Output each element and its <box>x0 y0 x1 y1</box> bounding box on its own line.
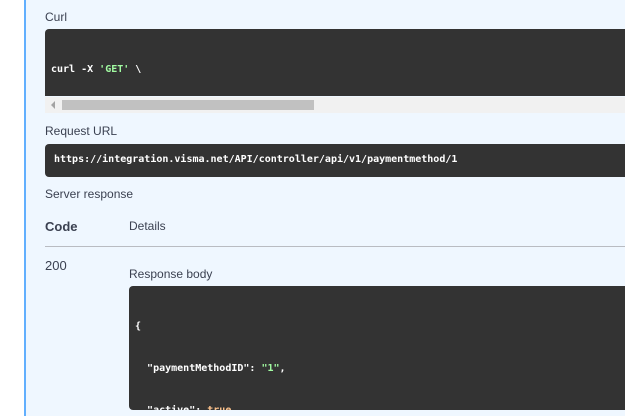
curl-line: curl -X 'GET' \ <box>51 64 142 75</box>
scroll-left-arrow-icon[interactable] <box>51 101 55 109</box>
curl-label: Curl <box>45 10 68 24</box>
horizontal-scrollbar[interactable] <box>45 97 625 113</box>
curl-code-block[interactable]: curl -X 'GET' \ 'https://integration.vis… <box>45 29 625 96</box>
request-url-value: https://integration.visma.net/API/contro… <box>54 154 458 165</box>
table-divider <box>45 246 625 247</box>
json-field: "paymentMethodID": "1", <box>147 363 286 374</box>
scroll-thumb[interactable] <box>62 100 314 110</box>
column-header-code: Code <box>45 219 78 234</box>
json-field: "active": true, <box>135 404 340 410</box>
server-response-label: Server response <box>45 187 134 201</box>
request-url-label: Request URL <box>45 124 118 138</box>
request-url-block[interactable]: https://integration.visma.net/API/contro… <box>45 144 625 177</box>
response-body-block[interactable]: { "paymentMethodID": "1", "active": true… <box>129 286 625 410</box>
column-header-details: Details <box>129 219 166 233</box>
response-body-label: Response body <box>129 267 213 281</box>
json-open-brace: { <box>135 321 142 332</box>
response-status-code: 200 <box>45 258 67 273</box>
